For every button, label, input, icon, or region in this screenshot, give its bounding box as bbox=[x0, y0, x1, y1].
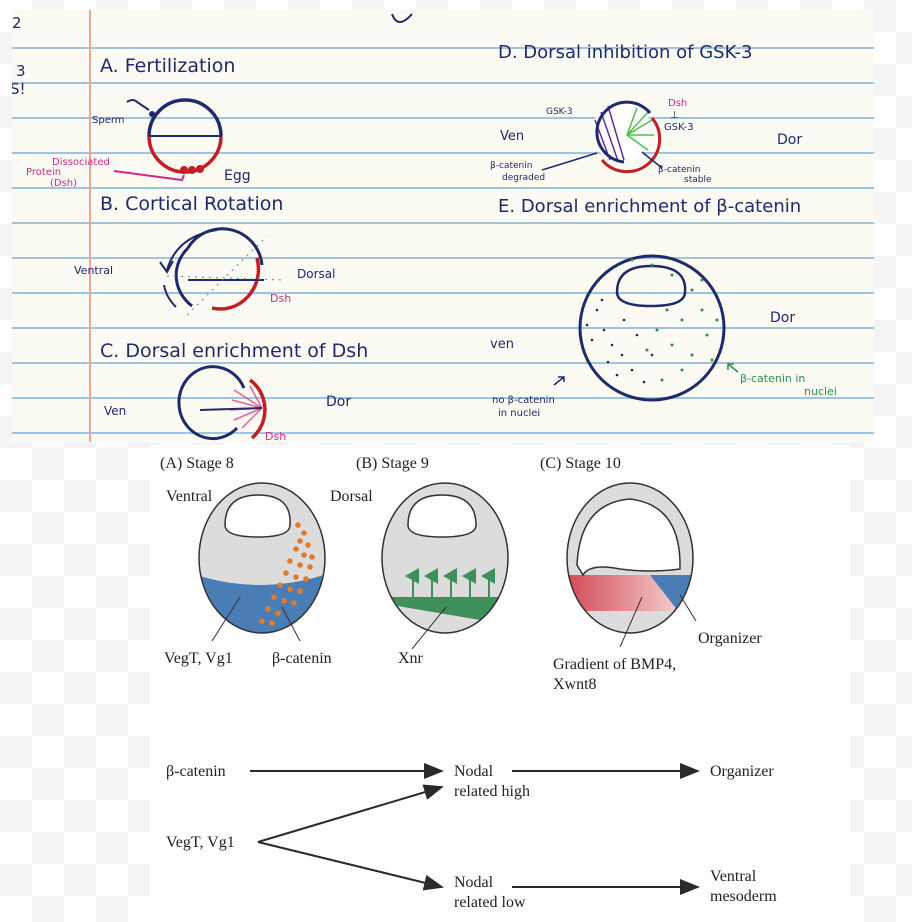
dor-label: Dor bbox=[326, 394, 351, 410]
gsk3-left-label: GSK-3 bbox=[546, 107, 573, 117]
beta-catenin-stable-label: stable bbox=[684, 175, 712, 185]
beta-catenin-nuclei-label: β-catenin in bbox=[740, 372, 805, 385]
bmp4-gradient-callout: Gradient of BMP4, bbox=[553, 656, 676, 673]
gsk3-right-label: GSK-3 bbox=[664, 122, 694, 133]
no-beta-catenin-label: no β-catenin bbox=[492, 395, 555, 406]
pathway-nodal-low: Nodal bbox=[454, 874, 494, 891]
dorsal-label: Dorsal bbox=[297, 267, 335, 281]
stage-9-label: (B) Stage 9 bbox=[356, 455, 429, 472]
dorsal-label: Dorsal bbox=[330, 488, 373, 505]
beta-catenin-callout: β-catenin bbox=[272, 650, 332, 667]
panel-e-title: E. Dorsal enrichment of β-catenin bbox=[498, 196, 801, 217]
vegt-vg1-callout: VegT, Vg1 bbox=[164, 650, 233, 667]
sperm-label: Sperm bbox=[92, 115, 125, 126]
embryo-stages-diagram: (A) Stage 8 (B) Stage 9 (C) Stage 10 Ven… bbox=[160, 455, 777, 911]
ven-label: Ven bbox=[104, 404, 126, 418]
pathway-ventral-mesoderm: Ventral bbox=[710, 868, 757, 885]
dsh-label: Dsh bbox=[270, 292, 291, 305]
pathway-nodal-low: related low bbox=[454, 894, 526, 911]
pathway-ventral-mesoderm: mesoderm bbox=[710, 888, 777, 905]
beta-catenin-nuclei-label: nuclei bbox=[804, 385, 837, 398]
inhibit-symbol: ⊥ bbox=[670, 110, 679, 121]
ven-label: Ven bbox=[500, 129, 524, 144]
beta-catenin-degraded-label: β-catenin bbox=[490, 161, 532, 171]
panel-b-title: B. Cortical Rotation bbox=[100, 193, 283, 215]
panel-c-title: C. Dorsal enrichment of Dsh bbox=[100, 340, 368, 362]
xnr-callout: Xnr bbox=[398, 650, 424, 667]
dor-label: Dor bbox=[777, 132, 802, 148]
dsh-label: Dsh bbox=[265, 430, 286, 442]
organizer-callout: Organizer bbox=[698, 630, 762, 647]
pathway-organizer: Organizer bbox=[710, 763, 774, 780]
pathway-beta-catenin: β-catenin bbox=[166, 763, 226, 780]
no-beta-catenin-label: in nuclei bbox=[498, 408, 540, 419]
dor-label: Dor bbox=[770, 310, 795, 326]
notebook-photo: 2 3 S! A. Fertilization Sperm Egg Dissoc… bbox=[12, 10, 874, 442]
panel-d-title: D. Dorsal inhibition of GSK-3 bbox=[498, 42, 752, 63]
signaling-pathway: β-catenin VegT, Vg1 Nodal related high N… bbox=[166, 763, 777, 911]
margin-scribble: 3 bbox=[16, 62, 26, 80]
textbook-figure: (A) Stage 8 (B) Stage 9 (C) Stage 10 Ven… bbox=[150, 445, 850, 922]
beta-catenin-stable-label: β-catenin bbox=[658, 165, 700, 175]
margin-scribble: S! bbox=[12, 80, 26, 98]
dsh-label: Dsh bbox=[668, 98, 687, 109]
pathway-vegt-vg1: VegT, Vg1 bbox=[166, 834, 235, 851]
protein-label: Protein bbox=[26, 167, 61, 178]
notebook-margin-line bbox=[89, 10, 91, 442]
dsh-label: (Dsh) bbox=[50, 178, 77, 189]
ventral-label: Ventral bbox=[166, 488, 213, 505]
pathway-nodal-high: related high bbox=[454, 783, 530, 800]
beta-catenin-degraded-label: degraded bbox=[502, 173, 545, 183]
egg-label: Egg bbox=[224, 168, 251, 184]
panel-a-title: A. Fertilization bbox=[100, 55, 235, 77]
dissociated-label: Dissociated bbox=[52, 157, 110, 168]
stage-8-label: (A) Stage 8 bbox=[160, 455, 234, 472]
ven-label: ven bbox=[490, 337, 514, 352]
stage-10-label: (C) Stage 10 bbox=[540, 455, 621, 472]
margin-scribble: 2 bbox=[12, 14, 22, 32]
pathway-nodal-high: Nodal bbox=[454, 763, 494, 780]
xwnt8-callout: Xwnt8 bbox=[553, 676, 597, 693]
ventral-label: Ventral bbox=[74, 264, 113, 277]
handwritten-notes: 2 3 S! A. Fertilization Sperm Egg Dissoc… bbox=[12, 13, 837, 442]
